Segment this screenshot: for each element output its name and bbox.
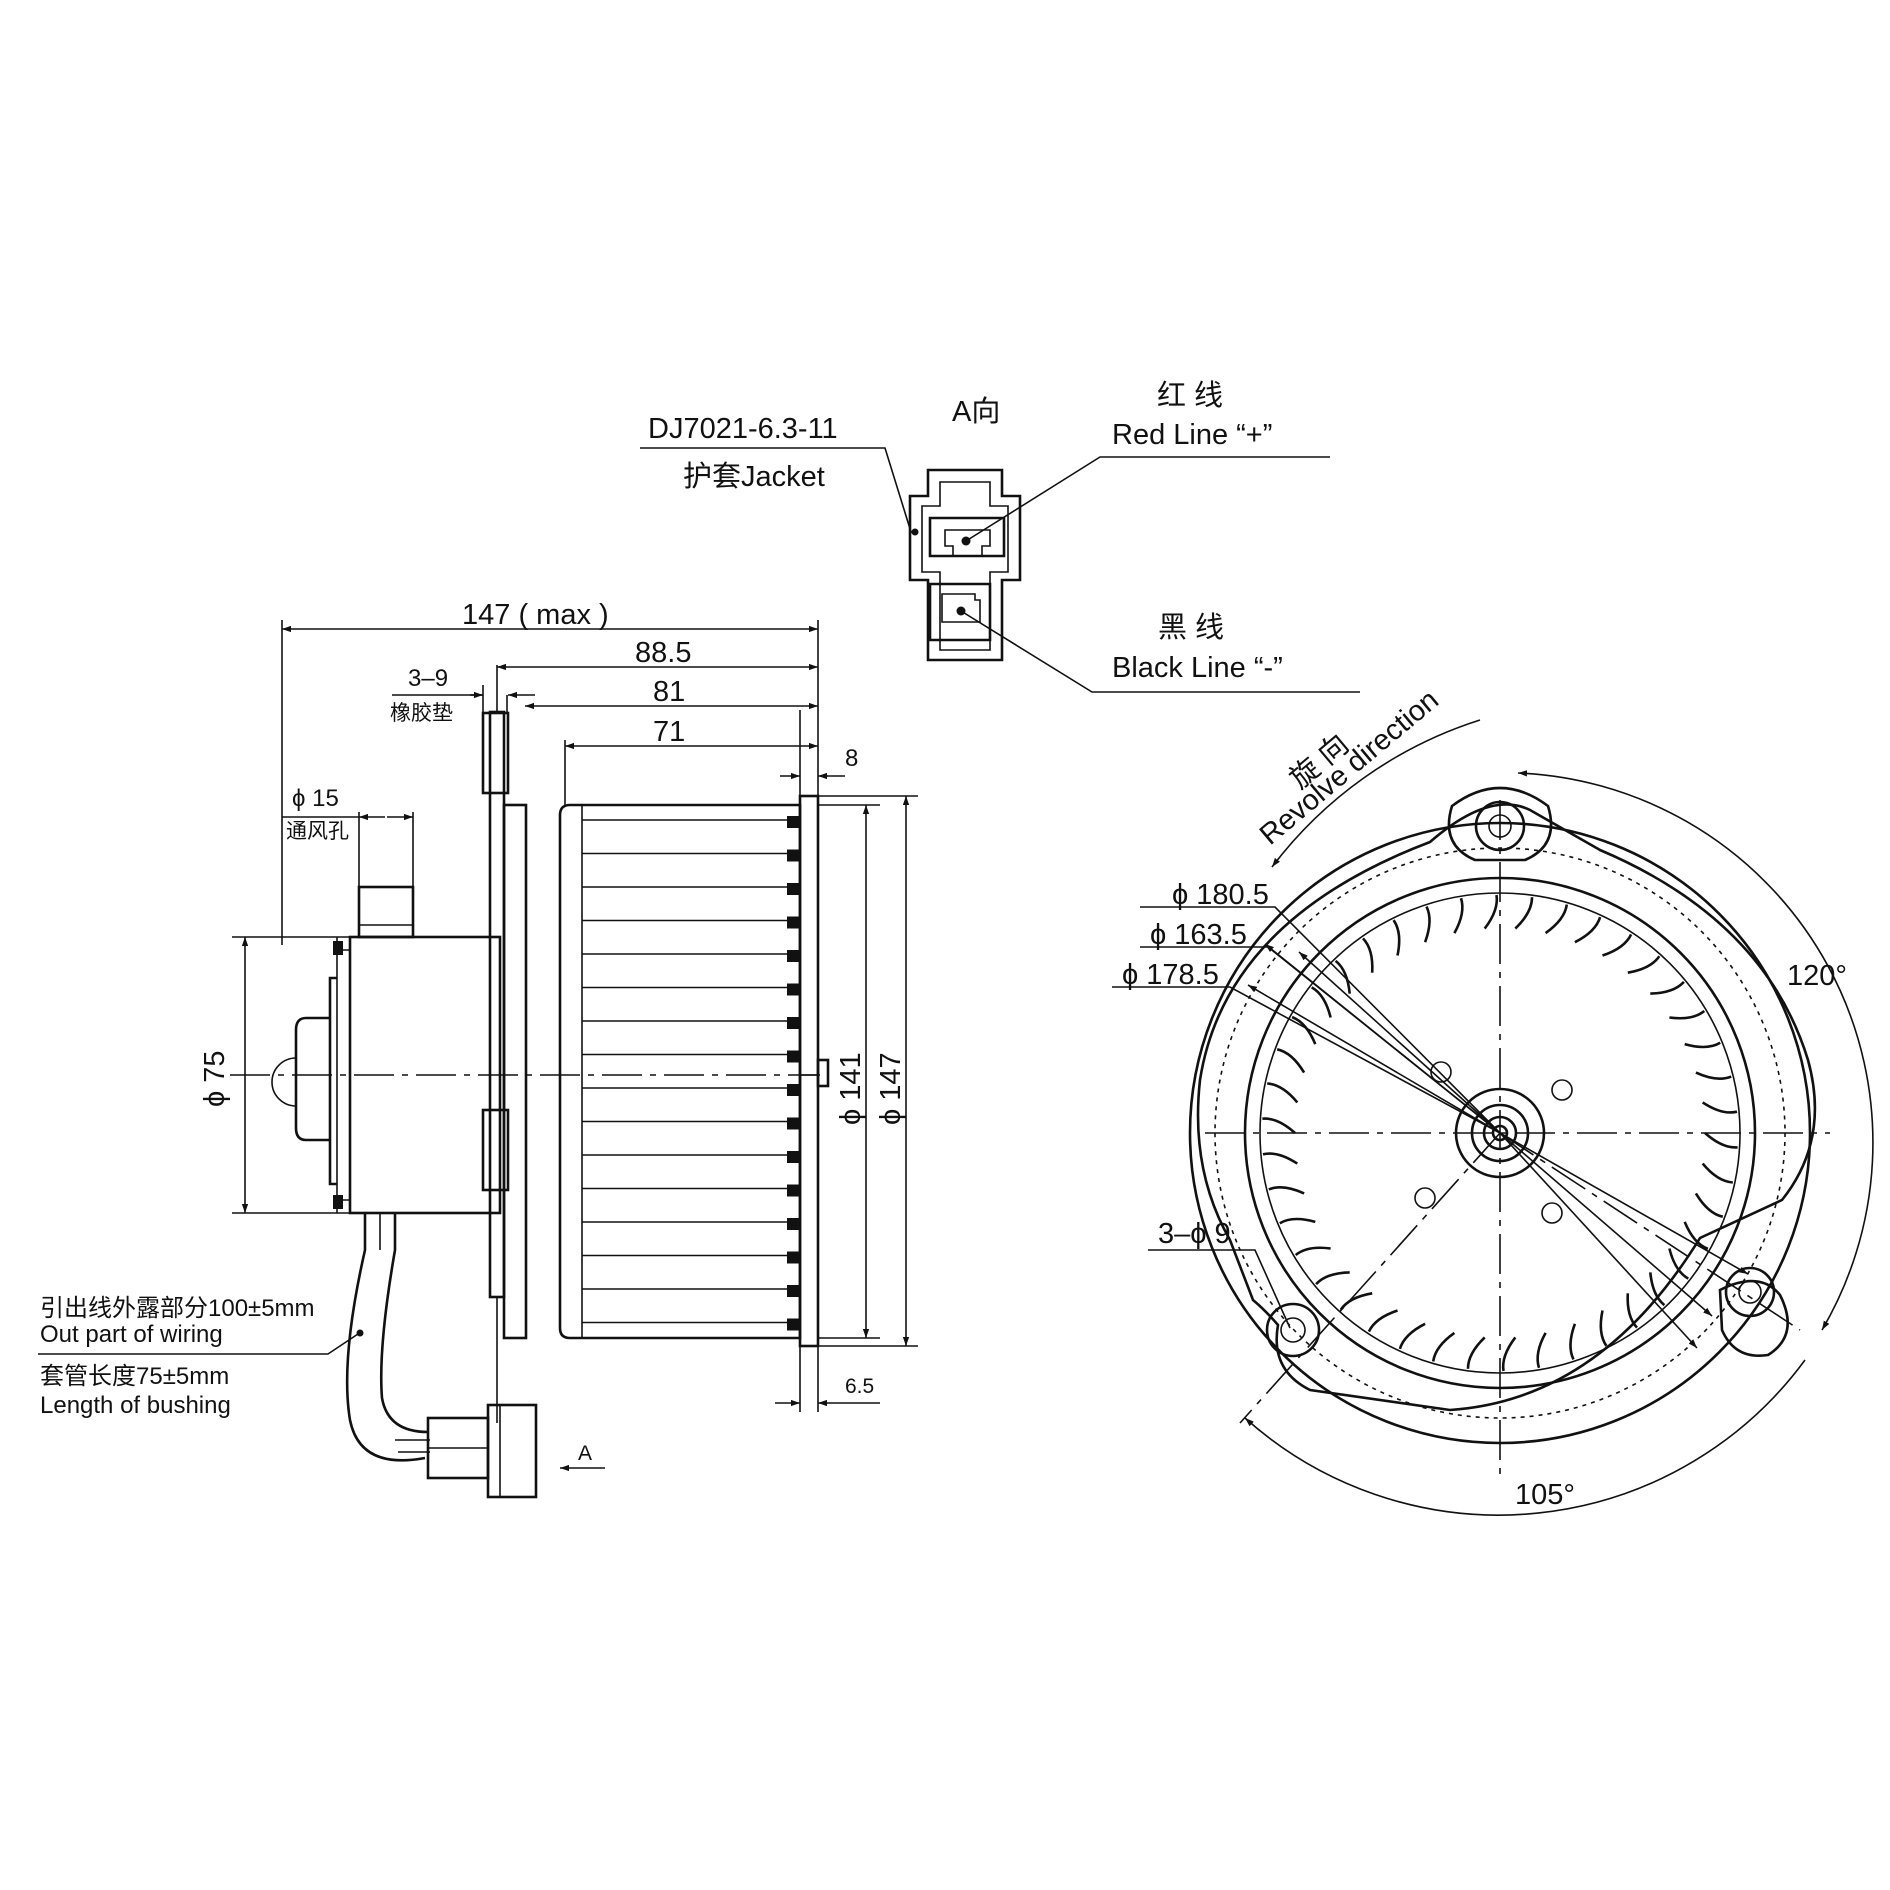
blower-fins — [582, 816, 800, 1331]
rubber-pad-qty: 3–9 — [408, 665, 448, 692]
dim-6-5: 6.5 — [845, 1375, 874, 1398]
bushing-length-label: Length of bushing — [40, 1392, 231, 1419]
side-view — [230, 710, 830, 1499]
wiring-length-label: Out part of wiring — [40, 1321, 223, 1348]
dim-dia-163-5: ϕ 163.5 — [1150, 919, 1247, 951]
wheel-diameter-141: ϕ 141 — [835, 1052, 867, 1125]
dim-overall-length: 147 ( max ) — [462, 599, 609, 631]
wheel-diameter-147: ϕ 147 — [875, 1052, 907, 1125]
revolve-direction-label: Revolve direction — [1254, 684, 1445, 852]
view-arrow-a: A — [578, 1442, 592, 1465]
vent-hole-label: 通风孔 — [286, 820, 349, 843]
mount-holes-label: 3–ϕ 9 — [1158, 1218, 1231, 1250]
rubber-pad-label: 橡胶垫 — [390, 702, 453, 725]
view-a-label: A向 — [952, 395, 1000, 428]
side-dimensions — [38, 620, 918, 1472]
connector-part-number: DJ7021-6.3-11 — [648, 413, 838, 445]
wiring-length-cn: 引出线外露部分100±5mm — [40, 1295, 315, 1322]
dim-81: 81 — [653, 676, 685, 708]
dim-dia-180-5: ϕ 180.5 — [1172, 879, 1269, 911]
vent-hole-diameter: ϕ 15 — [292, 785, 339, 812]
front-view — [1188, 786, 1830, 1480]
red-line-cn-label: 红 线 — [1157, 379, 1223, 412]
dim-8: 8 — [845, 745, 858, 772]
jacket-label: 护套Jacket — [683, 460, 825, 493]
angle-105: 105° — [1515, 1479, 1575, 1511]
red-line-label: Red Line “+” — [1112, 419, 1272, 451]
dim-dia-178-5: ϕ 178.5 — [1122, 959, 1219, 991]
dim-88-5: 88.5 — [635, 637, 691, 669]
dim-71: 71 — [653, 716, 685, 748]
motor-diameter: ϕ 75 — [199, 1050, 231, 1107]
connector-view — [640, 447, 1360, 693]
angle-120: 120° — [1787, 960, 1847, 992]
front-dimensions — [1112, 719, 1874, 1516]
black-line-label: Black Line “-” — [1112, 652, 1283, 684]
bushing-length-cn: 套管长度75±5mm — [40, 1363, 229, 1390]
black-line-cn-label: 黑 线 — [1158, 611, 1224, 644]
